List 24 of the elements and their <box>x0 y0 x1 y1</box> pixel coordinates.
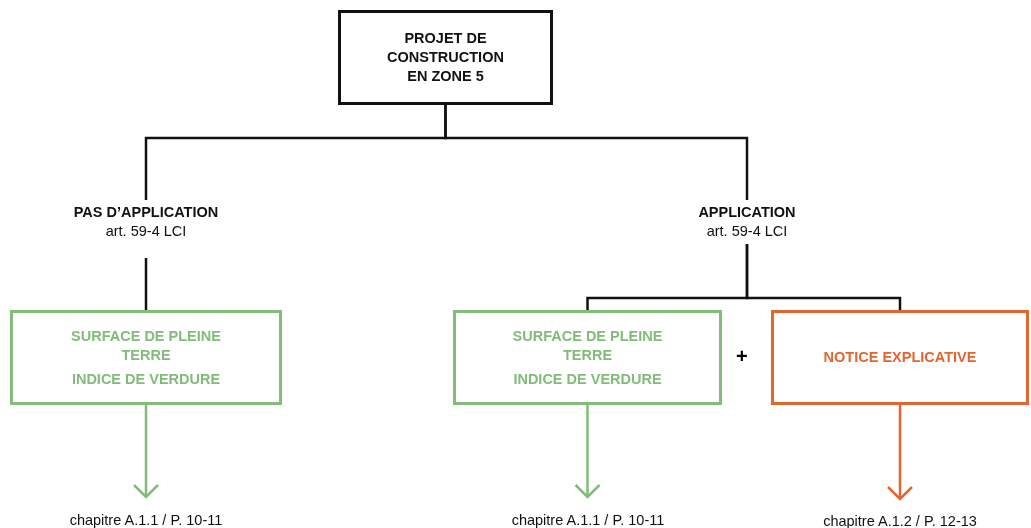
process-box <box>338 10 553 105</box>
process-box <box>10 310 282 405</box>
process-box <box>453 310 722 405</box>
reference-text: chapitre A.1.2 / P. 12-13 <box>823 511 977 528</box>
box-title: INDICE DE VERDURE <box>71 369 221 389</box>
box-title: NOTICE EXPLICATIVE <box>823 348 977 367</box>
article-reference: art. 59-4 LCI <box>706 222 788 241</box>
arrow <box>574 405 601 499</box>
reference-text: chapitre A.1.1 / P. 10-11 <box>69 510 223 528</box>
process-box <box>771 310 1029 405</box>
box-title: SURFACE DE PLEINE TERRE <box>71 326 221 365</box>
article-reference: art. 59-4 LCI <box>105 222 187 241</box>
connector-line <box>745 244 902 310</box>
arrow <box>132 405 160 499</box>
box-title: SURFACE DE PLEINE TERRE <box>512 326 663 365</box>
reference-text: chapitre A.1.1 / P. 10-11 <box>511 510 665 528</box>
connector-line <box>444 105 749 200</box>
connector-line <box>144 258 148 310</box>
node-heading: PAS D’APPLICATION <box>73 203 219 222</box>
plus-sign: + <box>736 345 748 368</box>
node-heading: APPLICATION <box>698 203 796 222</box>
arrow <box>886 405 914 501</box>
box-title: INDICE DE VERDURE <box>513 369 662 389</box>
box-title: PROJET DE CONSTRUCTION EN ZONE 5 <box>386 29 505 86</box>
